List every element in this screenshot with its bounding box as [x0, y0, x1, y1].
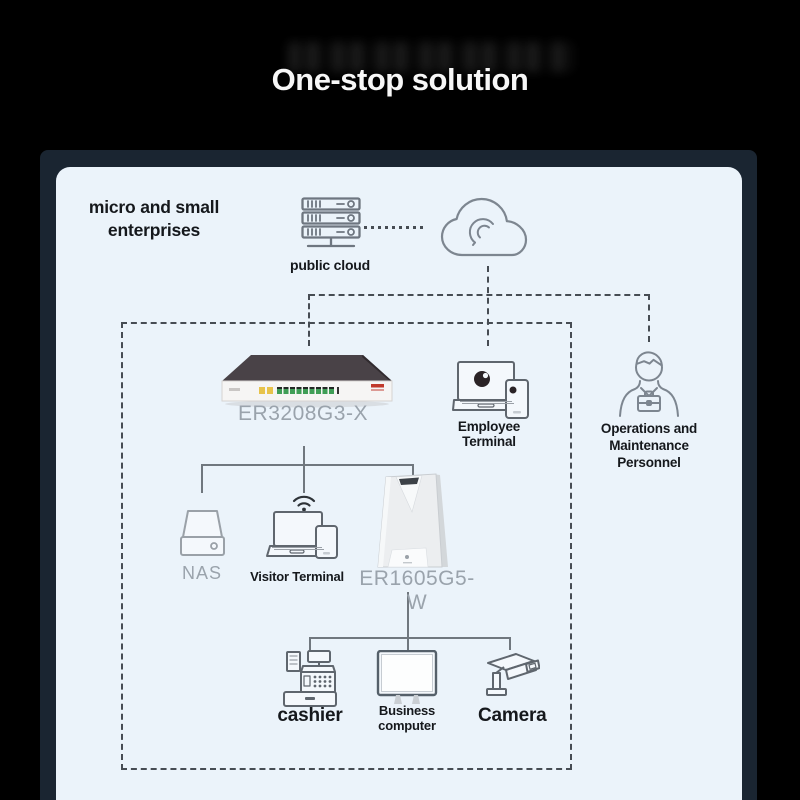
employee-terminal-label: Employee Terminal — [457, 419, 521, 449]
business-computer-label: Business computer — [378, 703, 436, 733]
nas-box-icon — [180, 510, 225, 563]
cashier-label: cashier — [277, 705, 343, 726]
connector-lan-branch — [202, 464, 414, 466]
laptop-phone-wifi-icon — [266, 510, 340, 567]
enterprise-label-line1: micro and small — [88, 197, 220, 217]
visitor-terminal-label: Visitor Terminal — [250, 569, 344, 584]
connector-branch-ap — [412, 464, 414, 483]
monitor-icon — [376, 649, 438, 711]
connector-ap-down — [407, 592, 409, 638]
personnel-label-line2: Personnel — [617, 455, 681, 470]
person-briefcase-icon — [618, 350, 680, 423]
wireless-router-image — [374, 472, 454, 577]
laptop-phone-icon — [452, 360, 532, 425]
connector-branch-camera — [509, 637, 511, 650]
cloud-icon — [437, 194, 531, 267]
personnel-label-line1: Operations and Maintenance — [600, 421, 698, 453]
rack-router-image — [221, 354, 393, 415]
enterprise-label-line2: enterprises — [107, 220, 201, 240]
connector-cloud-down — [487, 266, 489, 346]
server-stack-icon — [301, 197, 361, 260]
wifi-icon — [292, 494, 316, 517]
connector-cloud-branch — [309, 294, 650, 296]
router-label: ER3208G3-X — [238, 402, 368, 425]
enterprise-label: micro and small enterprises — [84, 196, 224, 242]
ap-label: ER1605G5-W — [359, 567, 475, 614]
lan-boundary — [121, 322, 572, 770]
connector-branch-personnel — [648, 294, 650, 342]
camera-label: Camera — [478, 705, 547, 726]
connector-branch-router — [308, 294, 310, 346]
connector-branch-nas — [201, 464, 203, 493]
page-title: One-stop solution — [271, 62, 529, 97]
cash-register-icon — [283, 650, 337, 713]
nas-label: NAS — [181, 563, 222, 583]
cctv-camera-icon — [482, 651, 541, 706]
connector-branch-bizpc — [407, 637, 409, 650]
ghost-text — [288, 42, 573, 72]
connector-ap-branch — [309, 637, 511, 639]
solution-panel — [40, 150, 757, 800]
public-cloud-label: public cloud — [289, 257, 371, 273]
personnel-label: Operations and Maintenance Personnel — [586, 420, 712, 471]
connector-router-down — [303, 446, 305, 493]
connector-branch-cashier — [309, 637, 311, 650]
connector-servers-cloud — [364, 226, 424, 229]
